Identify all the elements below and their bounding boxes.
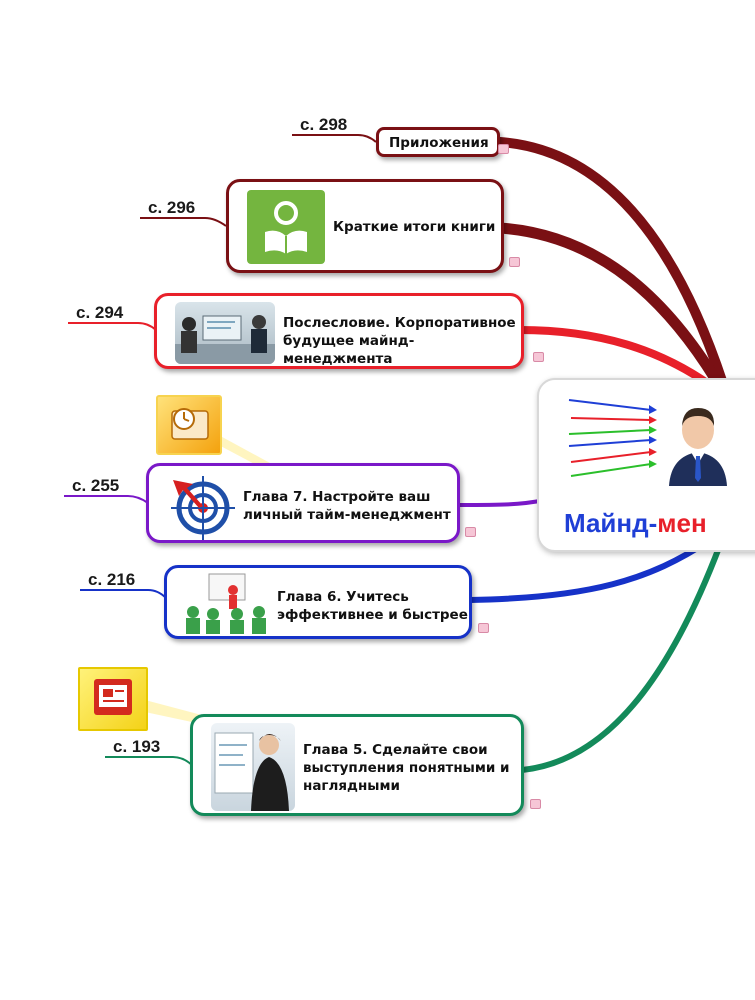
node-title: Краткие итоги книги [333, 219, 496, 235]
node-title: Глава 5. Сделайте свои выступления понят… [303, 742, 510, 794]
reader-book-icon [247, 190, 325, 264]
node-glava5[interactable]: Глава 5. Сделайте свои выступления понят… [190, 714, 524, 816]
node-kratkie-itogi[interactable]: Краткие итоги книги [226, 179, 504, 273]
node-title: Приложения [389, 135, 489, 151]
office-meeting-photo [175, 302, 275, 364]
node-posleslovie[interactable]: Послесловие. Корпоративное будущее майнд… [154, 293, 524, 369]
node-title: Глава 7. Настройте ваш личный тайм-менед… [243, 489, 451, 523]
node-glava6[interactable]: Глава 6. Учитесь эффективнее и быстрее [164, 565, 472, 639]
colored-arrows-icon [568, 399, 657, 477]
page-label-296: с. 296 [148, 198, 196, 217]
central-topic[interactable]: Майнд-мен [537, 378, 755, 552]
page-label-216: с. 216 [88, 570, 136, 589]
note-marker-icon[interactable] [530, 799, 541, 809]
node-prilozheniya[interactable]: Приложения [376, 127, 500, 157]
presenter-woman-photo [211, 723, 295, 811]
manager-avatar-icon [669, 408, 727, 486]
presentation-app-icon[interactable] [78, 667, 148, 731]
page-label-294: с. 294 [76, 303, 124, 322]
note-marker-icon[interactable] [465, 527, 476, 537]
page-label-193: с. 193 [113, 737, 161, 756]
node-title: Послесловие. Корпоративное будущее майнд… [283, 315, 516, 367]
page-label-298: с. 298 [300, 115, 348, 134]
target-dart-icon [163, 470, 235, 540]
note-marker-icon[interactable] [478, 623, 489, 633]
note-marker-icon[interactable] [498, 144, 509, 154]
teacher-presentation-icon [181, 572, 273, 636]
note-marker-icon[interactable] [533, 352, 544, 362]
node-glava7[interactable]: Глава 7. Настройте ваш личный тайм-менед… [146, 463, 460, 543]
node-title: Глава 6. Учитесь эффективнее и быстрее [277, 589, 468, 623]
note-marker-icon[interactable] [509, 257, 520, 267]
clock-app-icon[interactable] [156, 395, 222, 455]
central-title: Майнд-мен [564, 508, 707, 538]
page-label-255: с. 255 [72, 476, 120, 495]
